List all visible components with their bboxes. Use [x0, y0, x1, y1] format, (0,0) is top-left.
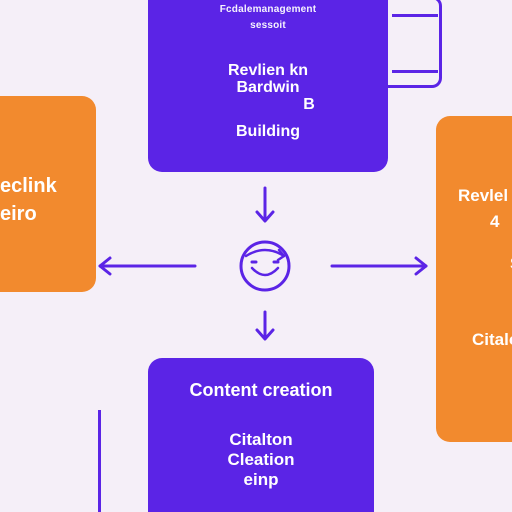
- bottom-node-line-4: einp: [243, 470, 279, 489]
- bottom-left-vertical-line: [98, 410, 101, 512]
- left-node-line-1: eclink: [0, 175, 57, 197]
- bottom-node-line-2: Citalton: [229, 430, 293, 449]
- cycle-face-icon: [239, 240, 291, 292]
- arrow-right: [330, 256, 428, 276]
- left-node: eclink eiro: [0, 96, 96, 292]
- top-right-line-upper: [392, 14, 438, 17]
- top-node-line-2: sessoit: [250, 20, 286, 31]
- right-node-line-1: Revlel: [458, 186, 509, 205]
- arrow-left: [98, 256, 197, 276]
- bottom-node-line-3: Cleation: [227, 450, 295, 469]
- right-node-line-2: 4: [490, 212, 500, 231]
- top-node-line-5: B: [303, 96, 315, 113]
- right-node-line-3: S: [458, 252, 512, 276]
- right-node-line-4: Citalo: [472, 330, 512, 349]
- left-node-line-2: eiro: [0, 203, 37, 225]
- top-node-line-4: Bardwin: [236, 79, 300, 96]
- bottom-node: Content creation Citalton Cleation einp: [148, 358, 374, 512]
- arrow-down-top: [255, 186, 275, 223]
- top-right-line-lower: [392, 70, 438, 73]
- right-node: Revlel 4 S Citalo: [436, 116, 512, 442]
- bottom-node-title: Content creation: [189, 380, 333, 400]
- top-node-line-3: Revlien kn: [227, 62, 309, 79]
- top-node-line-1: Fcdalemanagement: [219, 4, 317, 15]
- arrow-down-bottom: [255, 310, 275, 341]
- top-node-label: Building: [236, 123, 300, 140]
- top-right-bracket: [384, 0, 442, 88]
- top-node: Fcdalemanagement sessoit Revlien kn Bard…: [148, 0, 388, 172]
